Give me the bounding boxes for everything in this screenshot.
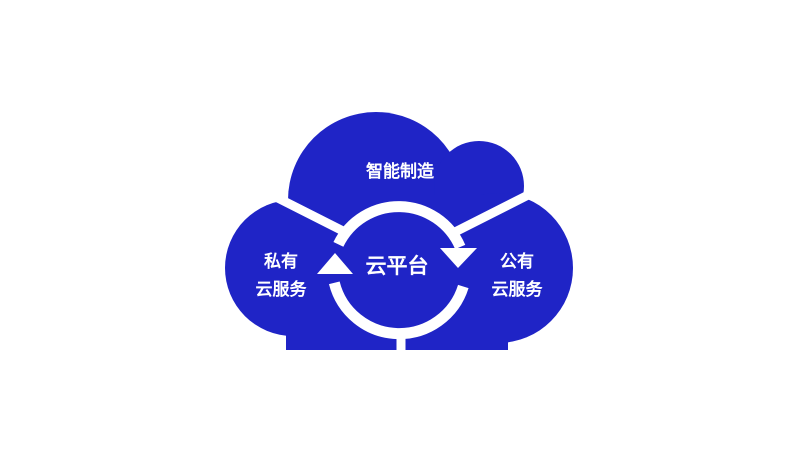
- arrowhead-right-icon: [440, 248, 477, 268]
- cycle-arrowheads: [317, 248, 477, 274]
- left-segment-label-line2: 云服务: [256, 279, 308, 300]
- cycle-ring: [328, 201, 469, 340]
- cycle-arc-top: [333, 201, 466, 250]
- cloud-shape: [225, 112, 573, 350]
- left-segment-label-line1: 私有: [264, 251, 298, 272]
- top-segment-label: 智能制造: [366, 161, 435, 182]
- arrowhead-left-icon: [317, 253, 353, 274]
- separator-right: [452, 185, 541, 237]
- center-label: 云平台: [366, 254, 429, 278]
- right-segment-label-line1: 公有: [500, 251, 534, 272]
- right-segment-label-line2: 云服务: [492, 279, 544, 300]
- separator-left: [259, 185, 348, 237]
- cycle-arc-bottom: [328, 281, 469, 340]
